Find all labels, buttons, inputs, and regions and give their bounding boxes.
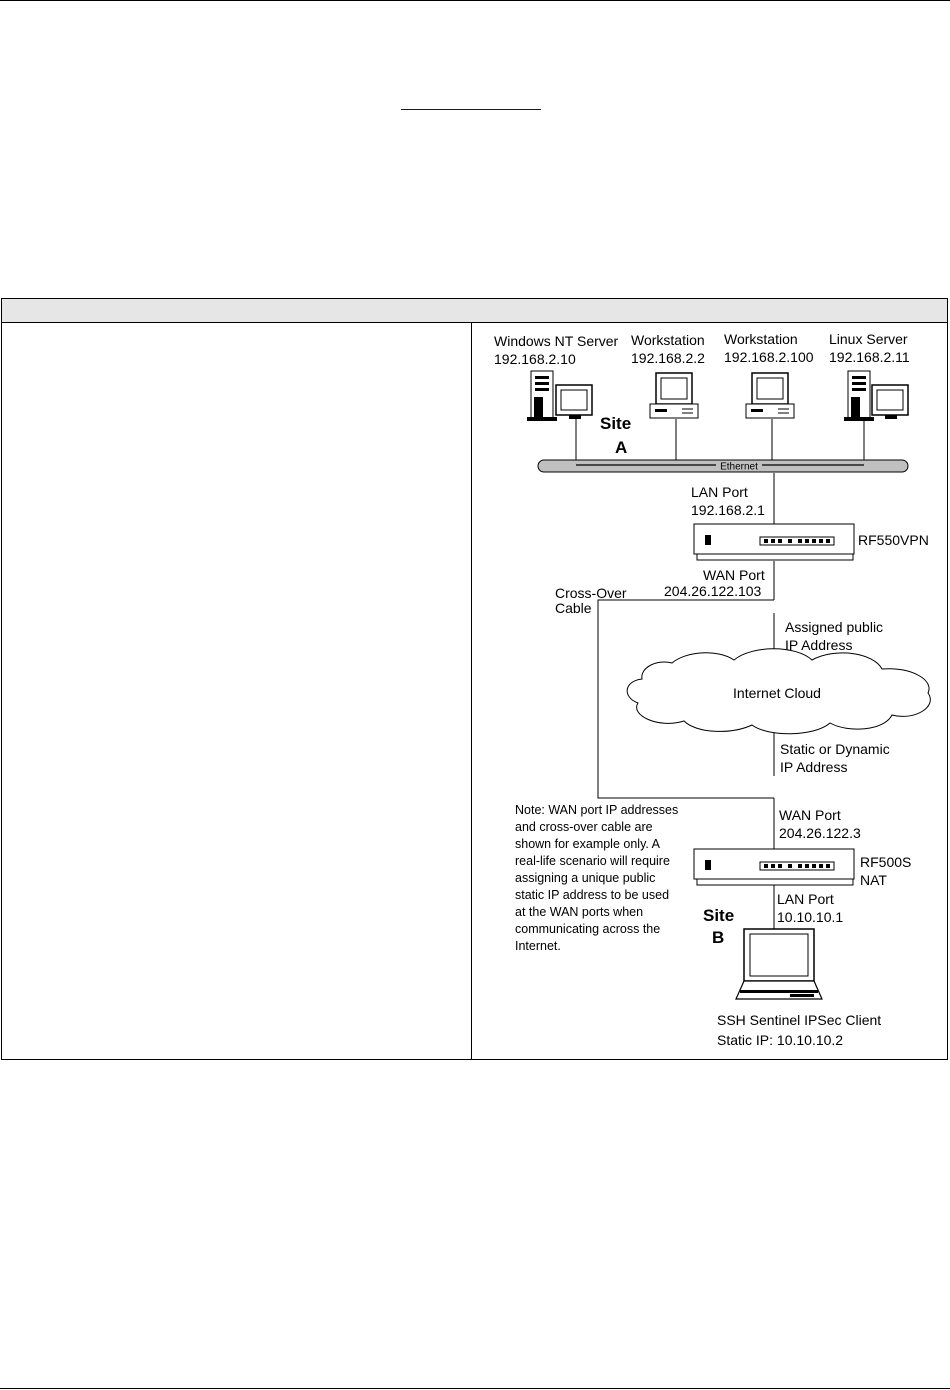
figure-table-left-cell (2, 323, 470, 1059)
host-workstation-1-name: Workstation (631, 332, 705, 348)
page-top-rule (0, 0, 950, 1)
rf550vpn-lan-ip: 192.168.2.1 (691, 502, 765, 518)
client-name: SSH Sentinel IPSec Client (717, 1012, 881, 1028)
host-linux-server-ip: 192.168.2.11 (829, 349, 910, 365)
site-b-label: Site B (703, 906, 734, 947)
host-workstation-2-name: Workstation (724, 331, 798, 347)
note-text: Note: WAN port IP addresses and cross-ov… (515, 803, 678, 953)
ethernet-backbone: Ethernet (537, 459, 909, 473)
workstation-1-icon (649, 372, 699, 419)
rf500s-wan-label: WAN Port (779, 807, 841, 823)
figure-table (1, 298, 948, 1060)
svg-text:Assigned public: Assigned public (785, 619, 883, 635)
svg-text:Cross-Over: Cross-Over (555, 585, 627, 601)
svg-text:IP Address: IP Address (785, 637, 852, 653)
ethernet-label: Ethernet (720, 462, 758, 473)
host-workstation-1-ip: 192.168.2.2 (631, 350, 705, 366)
svg-text:and cross-over cable are: and cross-over cable are (515, 820, 653, 834)
svg-text:assigning a unique public: assigning a unique public (515, 871, 655, 885)
host-nt-server-name: Windows NT Server (494, 333, 619, 349)
svg-text:Cable: Cable (555, 600, 592, 616)
site-a-label: Site A (600, 414, 631, 457)
host-workstation-2-ip: 192.168.2.100 (724, 349, 814, 365)
hyperlink-underline[interactable] (401, 109, 541, 110)
rf550vpn-lan-label: LAN Port (691, 484, 748, 500)
linux-server-icon (844, 370, 909, 421)
svg-text:shown for example only. A: shown for example only. A (515, 837, 661, 851)
windows-nt-server-icon (527, 370, 593, 421)
figure-table-divider (471, 323, 472, 1059)
svg-text:B: B (712, 928, 724, 947)
svg-text:Site: Site (600, 414, 631, 433)
rf500s-name-line2: NAT (860, 872, 887, 888)
client-labels: SSH Sentinel IPSec Client Static IP: 10.… (717, 1012, 881, 1048)
network-diagram: Ethernet Windows NT Server 192.168.2.10 … (494, 331, 931, 1048)
laptop-client-icon (735, 928, 823, 1000)
host-nt-server-ip: 192.168.2.10 (494, 351, 576, 367)
internet-cloud-label: Internet Cloud (733, 685, 821, 701)
svg-text:Site: Site (703, 906, 734, 925)
assigned-ip-label: Assigned public IP Address (785, 619, 883, 653)
crossover-label: Cross-Over Cable (555, 585, 627, 616)
static-dynamic-label: Static or Dynamic IP Address (780, 741, 890, 775)
rf500s-name-line1: RF500S (860, 854, 911, 870)
svg-text:at the WAN ports when: at the WAN ports when (515, 905, 643, 919)
rf550vpn-router-icon (693, 523, 855, 561)
svg-text:Static or Dynamic: Static or Dynamic (780, 741, 890, 757)
rf500s-labels: WAN Port 204.26.122.3 RF500S NAT LAN Por… (777, 807, 911, 925)
svg-text:A: A (615, 438, 627, 457)
rf550vpn-labels: LAN Port 192.168.2.1 RF550VPN WAN Port 2… (664, 484, 929, 599)
figure-table-header (2, 299, 947, 323)
workstation-2-icon (745, 372, 795, 419)
rf500s-router-icon (693, 848, 855, 886)
page-bottom-rule (0, 1388, 950, 1389)
svg-text:communicating across the: communicating across the (515, 922, 660, 936)
rf500s-lan-label: LAN Port (777, 891, 834, 907)
svg-text:Internet.: Internet. (515, 939, 561, 953)
crossover-cable-line (597, 599, 774, 799)
svg-text:static IP address to be used: static IP address to be used (515, 888, 669, 902)
rf550vpn-wan-label: WAN Port (703, 567, 765, 583)
internet-cloud-icon: Internet Cloud (626, 648, 931, 735)
svg-text:IP Address: IP Address (780, 759, 847, 775)
svg-text:Note: WAN port IP addresses: Note: WAN port IP addresses (515, 803, 678, 817)
rf550vpn-name: RF550VPN (858, 532, 929, 548)
host-linux-server-name: Linux Server (829, 331, 908, 347)
rf500s-lan-ip: 10.10.10.1 (777, 909, 843, 925)
rf550vpn-wan-ip: 204.26.122.103 (664, 583, 762, 599)
ethernet-label-bg (716, 461, 762, 471)
rf500s-wan-ip: 204.26.122.3 (779, 825, 861, 841)
client-static-ip: Static IP: 10.10.10.2 (717, 1032, 843, 1048)
svg-text:real-life scenario will requir: real-life scenario will require (515, 854, 670, 868)
host-labels: Windows NT Server 192.168.2.10 Workstati… (494, 331, 910, 367)
